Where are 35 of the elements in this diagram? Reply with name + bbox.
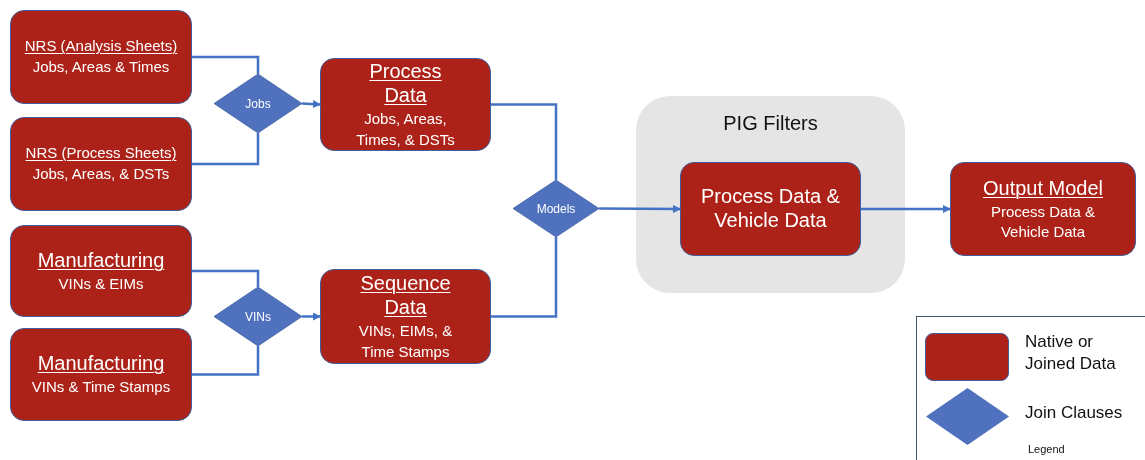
box-heading: Process Data bbox=[368, 59, 443, 108]
data-box bbox=[680, 162, 861, 256]
box-text: VINs & Time Stamps bbox=[31, 377, 171, 398]
data-box bbox=[10, 225, 192, 317]
connector-arrow bbox=[861, 205, 951, 213]
box-text: VINs & EIMs bbox=[58, 273, 144, 294]
box-heading: Output Model bbox=[982, 175, 1104, 200]
box-text: Jobs, Areas & Times bbox=[32, 56, 170, 77]
data-box bbox=[10, 117, 192, 211]
data-box bbox=[10, 328, 192, 421]
box-text: Jobs, Areas, & DSTs bbox=[32, 163, 170, 184]
connector-arrow bbox=[599, 204, 681, 213]
connector-arrow bbox=[301, 100, 321, 109]
box-heading: NRS (Analysis Sheets) bbox=[24, 36, 178, 55]
panel-title: PIG Filters bbox=[722, 112, 819, 135]
box-text: Process Data & Vehicle Data bbox=[989, 201, 1097, 242]
legend-text: Native or Joined Data bbox=[1025, 331, 1117, 376]
diamond-label: Models bbox=[536, 201, 576, 216]
data-box bbox=[950, 162, 1136, 256]
legend-text: Join Clauses bbox=[1025, 402, 1124, 424]
diamond-label: VINs bbox=[245, 309, 271, 324]
legend-title: Legend bbox=[1028, 443, 1065, 455]
box-heading: Manufacturing bbox=[37, 351, 165, 376]
connector-arrow bbox=[302, 312, 321, 321]
diamond-label: Jobs bbox=[245, 96, 271, 111]
data-box bbox=[10, 10, 192, 104]
filter-panel bbox=[636, 96, 905, 293]
box-heading: Process Data & Vehicle Data bbox=[700, 184, 841, 232]
box-heading: Manufacturing bbox=[37, 247, 165, 272]
data-box bbox=[320, 269, 491, 364]
box-heading: Sequence Data bbox=[359, 271, 452, 320]
box-text: VINs, EIMs, & Time Stamps bbox=[357, 321, 454, 362]
data-box bbox=[320, 58, 491, 151]
box-text: Jobs, Areas, Times, & DSTs bbox=[355, 109, 456, 150]
box-heading: NRS (Process Sheets) bbox=[25, 143, 177, 162]
